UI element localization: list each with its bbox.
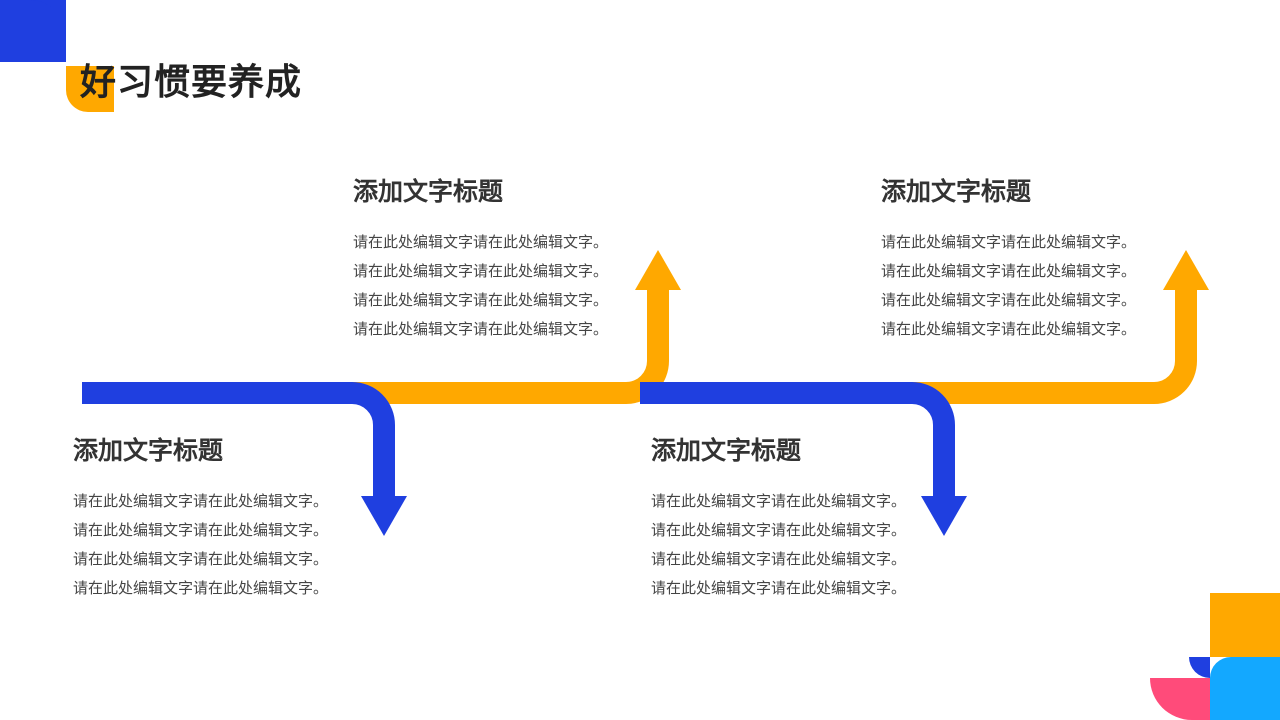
step-4-line: 请在此处编辑文字请在此处编辑文字。: [881, 291, 1137, 309]
blue-arrowhead-1: [361, 496, 407, 536]
blue-arrow-path-1: [82, 382, 395, 502]
step-2-title: 添加文字标题: [353, 177, 504, 206]
step-3-title: 添加文字标题: [651, 436, 802, 465]
orange-arrowhead-2: [1163, 250, 1209, 290]
top-left-corner-decoration: [0, 0, 114, 112]
orange-arrow-path-2: [880, 276, 1197, 404]
step-2-description: 请在此处编辑文字请在此处编辑文字。 请在此处编辑文字请在此处编辑文字。 请在此处…: [353, 228, 653, 344]
step-4-line: 请在此处编辑文字请在此处编辑文字。: [881, 262, 1137, 280]
step-2-line: 请在此处编辑文字请在此处编辑文字。: [353, 233, 609, 251]
step-1-line: 请在此处编辑文字请在此处编辑文字。: [73, 550, 329, 568]
step-1-title: 添加文字标题: [73, 436, 224, 465]
step-3-description: 请在此处编辑文字请在此处编辑文字。 请在此处编辑文字请在此处编辑文字。 请在此处…: [651, 487, 951, 603]
bottom-right-corner-decoration: [1150, 593, 1280, 720]
step-2-line: 请在此处编辑文字请在此处编辑文字。: [353, 291, 609, 309]
step-4-description: 请在此处编辑文字请在此处编辑文字。 请在此处编辑文字请在此处编辑文字。 请在此处…: [881, 228, 1181, 344]
step-4-line: 请在此处编辑文字请在此处编辑文字。: [881, 233, 1137, 251]
step-2-line: 请在此处编辑文字请在此处编辑文字。: [353, 320, 609, 338]
step-1-line: 请在此处编辑文字请在此处编辑文字。: [73, 492, 329, 510]
step-1-description: 请在此处编辑文字请在此处编辑文字。 请在此处编辑文字请在此处编辑文字。 请在此处…: [73, 487, 373, 603]
step-2-line: 请在此处编辑文字请在此处编辑文字。: [353, 262, 609, 280]
step-4-line: 请在此处编辑文字请在此处编辑文字。: [881, 320, 1137, 338]
decor-orange-square: [1210, 593, 1280, 657]
step-3-line: 请在此处编辑文字请在此处编辑文字。: [651, 521, 907, 539]
step-1-line: 请在此处编辑文字请在此处编辑文字。: [73, 521, 329, 539]
blue-arrow-path-2: [640, 382, 955, 502]
decor-blue-wedge: [1189, 657, 1210, 678]
page-title: 好习惯要养成: [80, 62, 303, 103]
step-3-line: 请在此处编辑文字请在此处编辑文字。: [651, 579, 907, 597]
step-3-line: 请在此处编辑文字请在此处编辑文字。: [651, 550, 907, 568]
decor-skyblue-rounded-square: [1210, 657, 1280, 720]
corner-blue-rounded-cap: [0, 0, 66, 62]
blue-arrowhead-2: [921, 496, 967, 536]
step-1-line: 请在此处编辑文字请在此处编辑文字。: [73, 579, 329, 597]
orange-arrowhead-1: [635, 250, 681, 290]
title-accent-orange-shape: [66, 66, 114, 112]
step-4-title: 添加文字标题: [881, 177, 1032, 206]
decor-pink-half-circle: [1150, 678, 1210, 720]
step-3-line: 请在此处编辑文字请在此处编辑文字。: [651, 492, 907, 510]
